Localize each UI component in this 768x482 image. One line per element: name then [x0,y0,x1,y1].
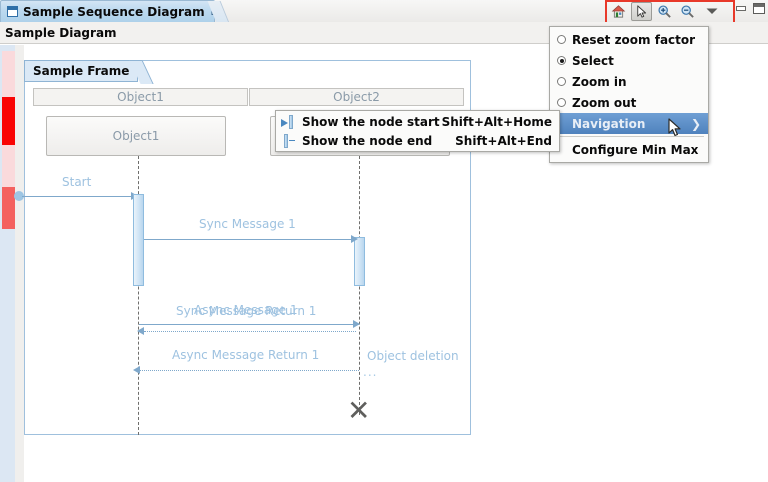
lifeline-header-label: Object2 [333,90,380,104]
menu-item-label: Reset zoom factor [572,32,696,47]
zoom-context-menu: Reset zoom factor Select Zoom in Zoom ou… [549,26,709,163]
start-occurrence-dot[interactable] [14,191,24,201]
lifeline-dash-object1 [138,156,139,435]
menu-item-label: Show the node end [302,133,433,148]
magnifier-minus-icon [681,4,694,18]
message-line-async-return-1[interactable] [139,370,359,371]
zoom-in-button[interactable] [654,2,675,21]
menu-item-show-node-start[interactable]: Show the node start Shift+Alt+Home [276,112,559,131]
toolbar-highlight-box [605,0,735,24]
message-arrowhead-sync-return-1 [137,327,144,335]
message-line-start[interactable] [22,196,134,197]
magnifier-plus-icon [658,4,671,18]
mouse-cursor-icon [668,118,681,137]
maximize-icon[interactable] [753,3,765,14]
menu-item-configure-min-max[interactable]: Configure Min Max [550,139,708,160]
menu-item-label: Show the node start [302,114,440,129]
zoom-out-button[interactable] [677,2,698,21]
diagram-toolbar [608,1,724,21]
menu-item-navigation[interactable]: Navigation ❯ [550,113,708,134]
annotation-gutter[interactable] [0,45,15,482]
radio-icon [557,35,566,44]
chevron-right-icon: ❯ [690,116,701,131]
home-button[interactable] [608,2,629,21]
cursor-arrow-icon [637,4,647,18]
menu-item-show-node-end[interactable]: Show the node end Shift+Alt+End [276,131,559,150]
message-arrowhead-async-return-1 [133,366,140,374]
object-deletion-ellipsis: ... [363,365,378,379]
activation-bar-object1[interactable] [133,194,144,286]
navigation-submenu: Show the node start Shift+Alt+Home Show … [275,110,560,152]
lifeline-header-object2[interactable]: Object2 [249,88,464,106]
message-arrowhead-async-1 [353,320,360,328]
message-label-start: Start [62,175,92,189]
gutter-separator [15,45,24,482]
editor-tab-bar: Sample Sequence Diagram ☒ [0,0,768,24]
lifeline-header-label: Object1 [117,90,164,104]
lifeline-header-object1[interactable]: Object1 [33,88,248,106]
menu-item-label: Zoom out [572,95,637,110]
radio-icon [557,98,566,107]
message-label-async-1: Async Message 1 [194,303,298,317]
editor-tab-sample-sequence-diagram[interactable]: Sample Sequence Diagram ☒ [0,0,220,22]
menu-item-label: Configure Min Max [572,142,699,157]
frame-label: Sample Frame [24,60,139,82]
menu-item-zoom-out[interactable]: Zoom out [550,92,708,113]
chevron-down-icon [706,8,718,14]
menu-item-select[interactable]: Select [550,50,708,71]
window-controls [735,3,765,14]
menu-item-label: Navigation [572,116,646,131]
select-tool-button[interactable] [631,1,652,21]
toolbar-overflow-button[interactable] [700,2,724,21]
node-end-icon [281,133,295,148]
menu-item-reset-zoom-factor[interactable]: Reset zoom factor [550,29,708,50]
object-deletion-label: Object deletion [367,349,459,363]
annotation-marker-light-2[interactable] [2,145,15,187]
menu-item-shortcut: Shift+Alt+End [455,133,552,148]
message-label-sync-1: Sync Message 1 [199,217,296,231]
activation-bar-object2[interactable] [354,237,365,286]
annotation-marker-light-1[interactable] [2,51,15,97]
annotation-marker-warn[interactable] [2,187,15,229]
close-icon[interactable]: ☒ [210,5,221,18]
radio-icon [557,77,566,86]
editor-tab-label: Sample Sequence Diagram [23,4,205,19]
message-line-sync-return-1[interactable] [144,331,356,332]
destruction-occurrence-icon[interactable]: ✕ [347,394,371,427]
annotation-marker-error[interactable] [2,97,15,145]
menu-item-label: Select [572,53,614,68]
page-title: Sample Diagram [5,25,117,40]
node-start-icon [281,114,295,129]
message-line-sync-1[interactable] [144,239,353,240]
lifeline-box-object1[interactable]: Object1 [46,116,226,156]
frame-label-text: Sample Frame [33,64,130,78]
menu-item-label: Zoom in [572,74,627,89]
message-line-async-1[interactable] [139,324,359,325]
home-icon [611,4,626,18]
lifeline-box-label: Object1 [112,129,160,143]
menu-separator [554,136,704,137]
radio-icon-checked [557,56,566,65]
message-arrowhead-sync-1 [351,235,358,243]
document-icon [7,6,18,17]
message-label-sync-return-1: Sync Message Return 1 [176,304,317,318]
minimize-icon[interactable] [735,4,747,14]
menu-item-zoom-in[interactable]: Zoom in [550,71,708,92]
menu-item-shortcut: Shift+Alt+Home [441,114,552,129]
message-label-async-return-1: Async Message Return 1 [172,348,320,362]
